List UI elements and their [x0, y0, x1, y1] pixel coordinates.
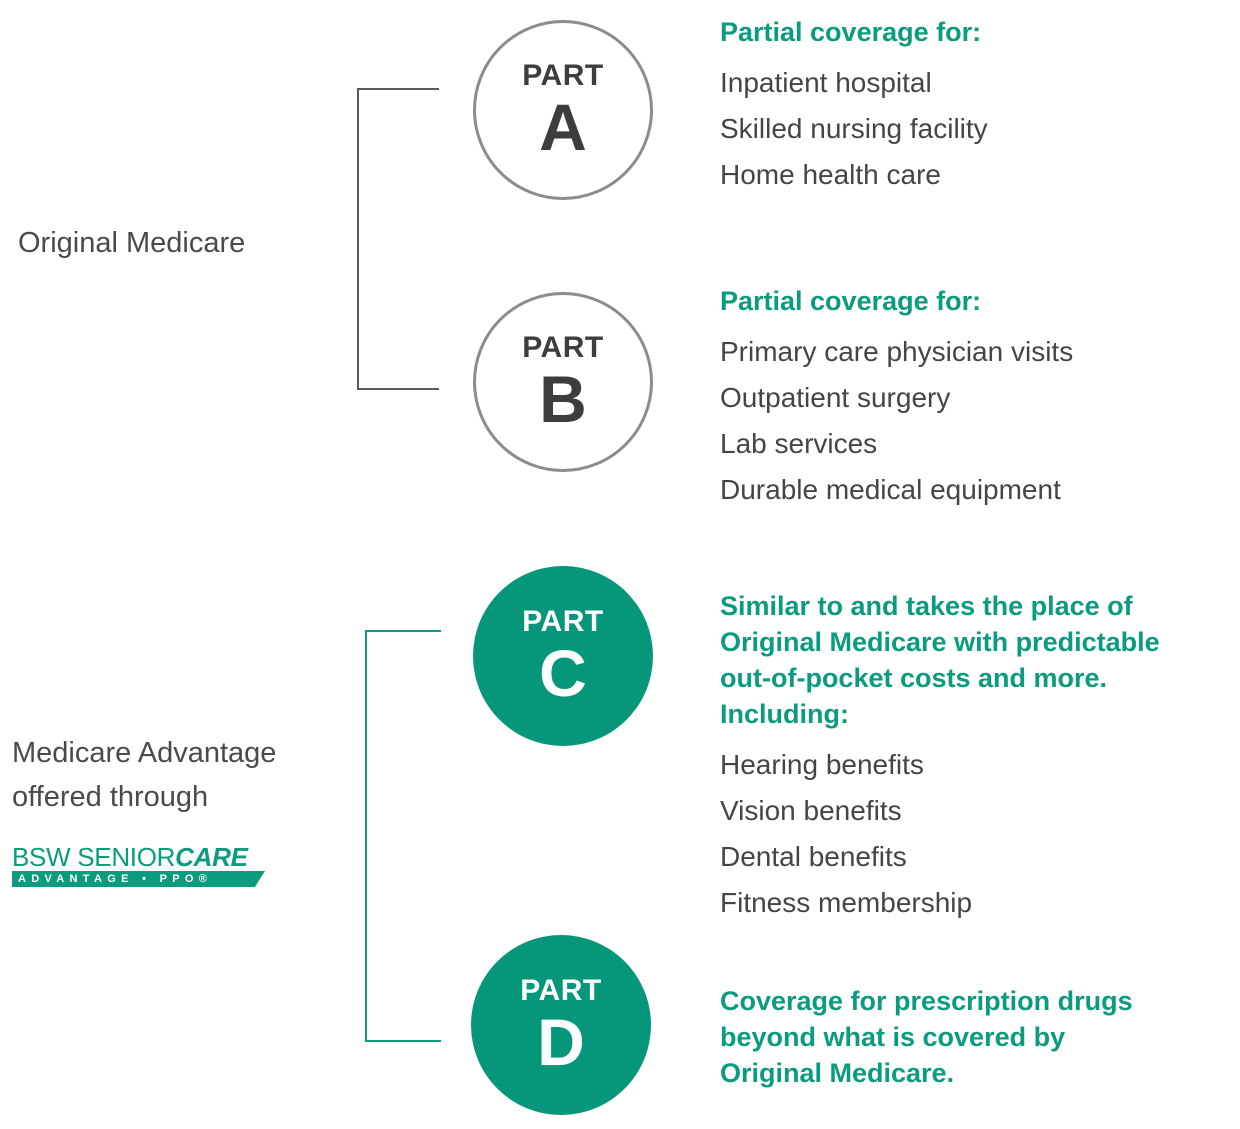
part-a-details: Partial coverage for: Inpatient hospital…: [720, 14, 988, 198]
part-c-circle: PART C: [473, 566, 653, 746]
list-item: Outpatient surgery: [720, 382, 951, 413]
part-a-heading: Partial coverage for:: [720, 17, 982, 47]
list-item: Hearing benefits: [720, 749, 924, 780]
part-c-benefits-list: Hearing benefits Vision benefits Dental …: [720, 742, 1160, 926]
part-b-heading: Partial coverage for:: [720, 286, 982, 316]
bsw-seniorcare-logo: BSW SENIORCARE ADVANTAGE • PPO®: [12, 843, 268, 891]
part-d-letter: D: [537, 1005, 585, 1079]
part-b-word: PART: [522, 331, 604, 364]
list-item: Inpatient hospital: [720, 67, 932, 98]
medicare-advantage-label: Medicare Advantage: [12, 737, 277, 769]
part-b-details: Partial coverage for: Primary care physi…: [720, 283, 1073, 513]
list-item: Dental benefits: [720, 841, 907, 872]
list-item: Home health care: [720, 159, 942, 190]
list-item: Lab services: [720, 428, 878, 459]
original-medicare-bracket: [357, 88, 439, 390]
list-item: Skilled nursing facility: [720, 113, 988, 144]
part-d-details: Coverage for prescription drugs beyond w…: [720, 983, 1133, 1091]
list-item: Durable medical equipment: [720, 474, 1061, 505]
part-a-coverage-list: Inpatient hospital Skilled nursing facil…: [720, 60, 988, 198]
part-b-letter: B: [539, 362, 587, 436]
part-d-word: PART: [520, 974, 602, 1007]
part-b-circle: PART B: [473, 292, 653, 472]
logo-subline: ADVANTAGE • PPO®: [18, 873, 213, 885]
part-b-coverage-list: Primary care physician visits Outpatient…: [720, 329, 1073, 513]
part-d-circle: PART D: [471, 935, 651, 1115]
medicare-advantage-bracket: [365, 630, 441, 1042]
part-a-letter: A: [539, 90, 587, 164]
part-a-word: PART: [522, 59, 604, 92]
list-item: Vision benefits: [720, 795, 902, 826]
part-d-heading: Coverage for prescription drugs beyond w…: [720, 986, 1133, 1088]
part-c-word: PART: [522, 605, 604, 638]
part-a-circle: PART A: [473, 20, 653, 200]
original-medicare-label: Original Medicare: [18, 227, 246, 259]
offered-through-label: offered through: [12, 781, 209, 813]
list-item: Primary care physician visits: [720, 336, 1074, 367]
part-c-letter: C: [539, 636, 587, 710]
logo-bar: [12, 871, 265, 887]
part-c-heading: Similar to and takes the place of Origin…: [720, 591, 1160, 729]
list-item: Fitness membership: [720, 887, 973, 918]
logo-brand-text: BSW SENIORCARE: [12, 842, 248, 872]
part-c-details: Similar to and takes the place of Origin…: [720, 588, 1160, 926]
